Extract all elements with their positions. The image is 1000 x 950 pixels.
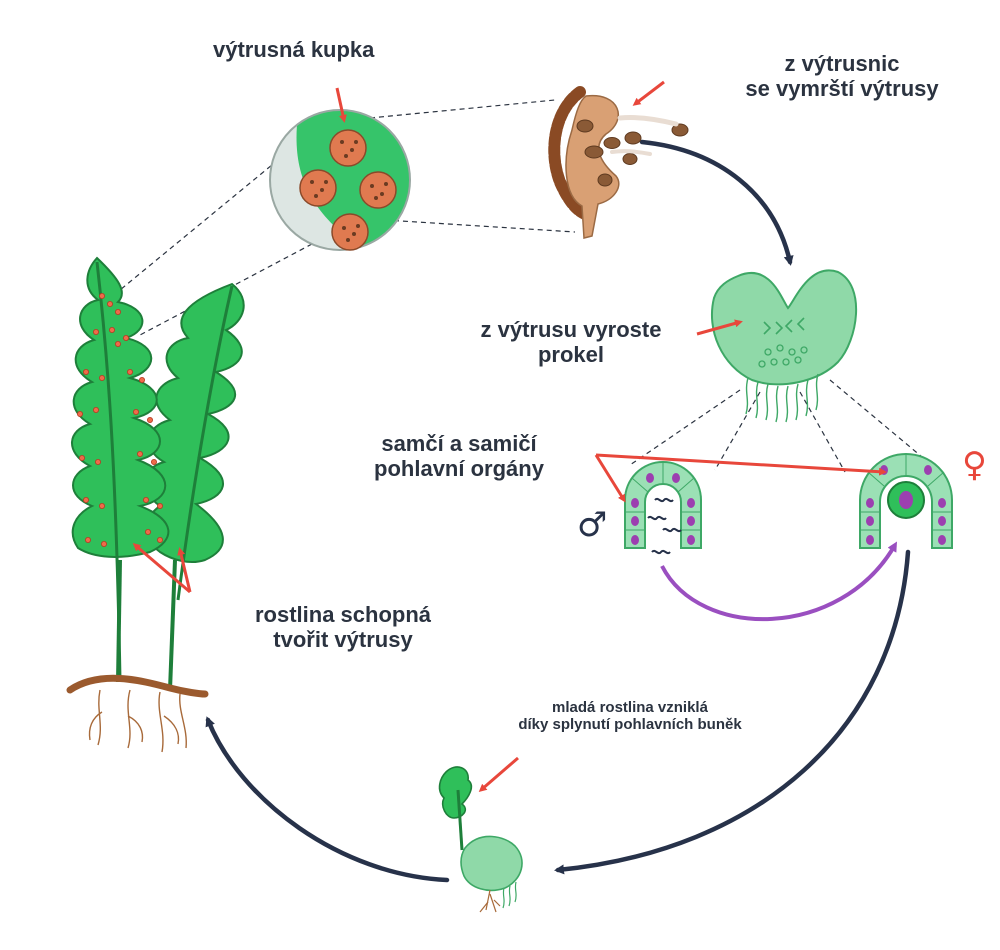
sorus-pointer-arrow [335, 87, 347, 123]
sorus-magnified-circle [269, 87, 411, 251]
roots [88, 689, 187, 753]
label-sporophyte-line1: rostlina schopná [254, 602, 432, 627]
label-sporangia-line1: z výtrusnic [784, 51, 900, 76]
label-young-plant-line2: díky splynutí pohlavních buněk [518, 715, 742, 733]
sporophyte-pointer-arrow [177, 547, 192, 593]
prothallus [696, 269, 858, 423]
front-frond [71, 256, 170, 558]
fertilization-arrow [660, 541, 898, 622]
label-sorus: výtrusná kupka [213, 37, 375, 63]
cycle-arrow-spores-to-prothallus [639, 139, 794, 266]
antheridium [594, 454, 702, 555]
label-sex-organs: samčí a samičí pohlavní orgány [344, 431, 574, 481]
label-sporangia-line2: se vymrští výtrusy [745, 75, 939, 101]
sporangium-release [548, 80, 689, 239]
label-young-plant-line1: mladá rostlina vzniklá [552, 699, 708, 716]
label-prothallus-line2: prokel [537, 341, 605, 367]
spore-pointer-arrow [632, 80, 665, 106]
label-sporangia: z výtrusnic se vymrští výtrusy [742, 51, 942, 101]
label-sporophyte-line2: tvořit výtrusy [273, 626, 413, 652]
label-young-plant: mladá rostlina vzniklá díky splynutí poh… [480, 699, 780, 734]
rhizoids [745, 373, 819, 423]
spores [576, 119, 689, 187]
sporophyte-pointer-arrow [132, 543, 191, 594]
sori-dots [77, 292, 163, 548]
prothallus-archegonia-marks [763, 317, 805, 335]
young-plant-pointer-arrow [478, 756, 519, 792]
rhizome [66, 674, 209, 698]
prothallus-pointer-arrow [696, 319, 743, 336]
sperm-cells [647, 497, 682, 555]
life-cycle-arrows [205, 139, 911, 883]
sporangium-body [565, 94, 620, 239]
label-sex-organs-line1: samčí a samičí [381, 431, 537, 456]
young-sporophyte [438, 756, 523, 913]
organ-pointer-arrow-female [595, 453, 887, 476]
prothallus-body [710, 269, 858, 386]
label-prothallus: z výtrusu vyroste prokel [436, 317, 706, 367]
label-prothallus-line1: z výtrusu vyroste [480, 317, 662, 342]
label-sporophyte: rostlina schopná tvořit výtrusy [228, 602, 458, 652]
prothallus-antheridia-dots [758, 344, 808, 368]
young-leaf [438, 766, 473, 819]
sporophyte-fern [66, 256, 245, 753]
male-symbol: ♂ [577, 505, 608, 545]
label-sorus-text: výtrusná kupka [213, 37, 375, 62]
organ-pointer-arrow-male [594, 454, 626, 503]
label-sex-organs-line2: pohlavní orgány [374, 455, 544, 481]
sporangia-clusters [299, 129, 397, 251]
cycle-arrow-organs-to-young-plant [554, 549, 911, 875]
young-prothallus [460, 835, 523, 892]
archegonium [595, 453, 953, 549]
female-symbol: ♀ [962, 445, 987, 485]
sporangium-annulus [548, 86, 591, 220]
cycle-arrow-young-plant-to-sporophyte [205, 716, 450, 883]
